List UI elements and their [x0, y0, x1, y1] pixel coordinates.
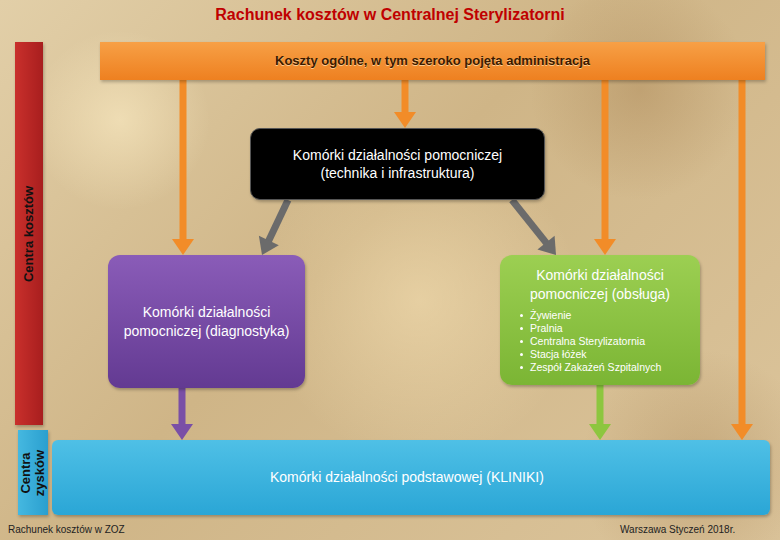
support-technical-box: Komórki działalności pomocniczej (techni…: [250, 128, 545, 200]
connector-arrow: [594, 80, 616, 255]
arrow-head: [394, 112, 416, 128]
box-heading: Komórki działalności pomocniczej (techni…: [265, 146, 530, 182]
arrow-head: [259, 236, 279, 255]
arrow-head: [172, 239, 194, 255]
list-text: Centralna Sterylizatornia: [530, 335, 645, 348]
arrow-head: [594, 239, 616, 255]
band-label: Centra kosztów: [22, 45, 36, 422]
connector-arrow: [589, 385, 611, 440]
footer-left: Rachunek kosztów w ZOZ: [8, 524, 125, 535]
connector-shaft: [268, 200, 288, 242]
list-text: Zespół Zakażeń Szpitalnych: [530, 361, 661, 374]
profit-center-band: Centra zysków: [18, 430, 48, 515]
band-label: Centra zysków: [19, 433, 47, 512]
box-heading: Komórki działalności pomocniczej (diagno…: [120, 303, 293, 339]
connector-shaft: [597, 385, 604, 426]
connector-arrow: [259, 200, 288, 255]
list-item: Zespół Zakażeń Szpitalnych: [520, 361, 692, 374]
list-item: Stacja łóżek: [520, 348, 692, 361]
box-heading: Koszty ogólne, w tym szeroko pojęta admi…: [110, 53, 755, 70]
connector-arrow: [512, 200, 556, 255]
bullet-dot: [520, 340, 523, 343]
connector-shaft: [402, 80, 409, 114]
connector-arrow: [394, 80, 416, 128]
bullet-dot: [520, 314, 523, 317]
list-item: Żywienie: [520, 309, 692, 322]
list-text: Stacja łóżek: [530, 348, 587, 361]
box-heading: Komórki działalności pomocniczej (obsług…: [508, 266, 692, 302]
overhead-band: Koszty ogólne, w tym szeroko pojęta admi…: [100, 42, 765, 80]
arrow-head: [171, 424, 193, 440]
arrow-head: [731, 424, 753, 440]
arrow-head: [589, 424, 611, 440]
box-heading: Komórki działalności podstawowej (KLINIK…: [270, 468, 750, 486]
connector-arrow: [171, 388, 193, 440]
connector-arrow: [172, 80, 194, 255]
list-item: Centralna Sterylizatornia: [520, 335, 692, 348]
diagram-title: Rachunek kosztów w Centralnej Sterylizat…: [0, 6, 780, 24]
support-diagnostic-box: Komórki działalności pomocniczej (diagno…: [108, 255, 305, 388]
connector-shaft: [602, 80, 609, 241]
bullet-dot: [520, 353, 523, 356]
bullet-dot: [520, 327, 523, 330]
list-text: Pralnia: [530, 322, 563, 335]
connector-shaft: [739, 80, 746, 426]
core-clinics-band: Komórki działalności podstawowej (KLINIK…: [52, 440, 770, 515]
connector-shaft: [180, 80, 187, 241]
connector-shaft: [512, 200, 547, 244]
list-item: Pralnia: [520, 322, 692, 335]
connector-shaft: [179, 388, 186, 426]
list-text: Żywienie: [530, 309, 571, 322]
connector-arrow: [731, 80, 753, 440]
footer-right: Warszawa Styczeń 2018r.: [620, 524, 735, 535]
cost-center-band: Centra kosztów: [15, 42, 43, 425]
bullet-dot: [520, 366, 523, 369]
arrow-head: [537, 236, 556, 255]
support-service-box: Komórki działalności pomocniczej (obsług…: [500, 255, 700, 385]
